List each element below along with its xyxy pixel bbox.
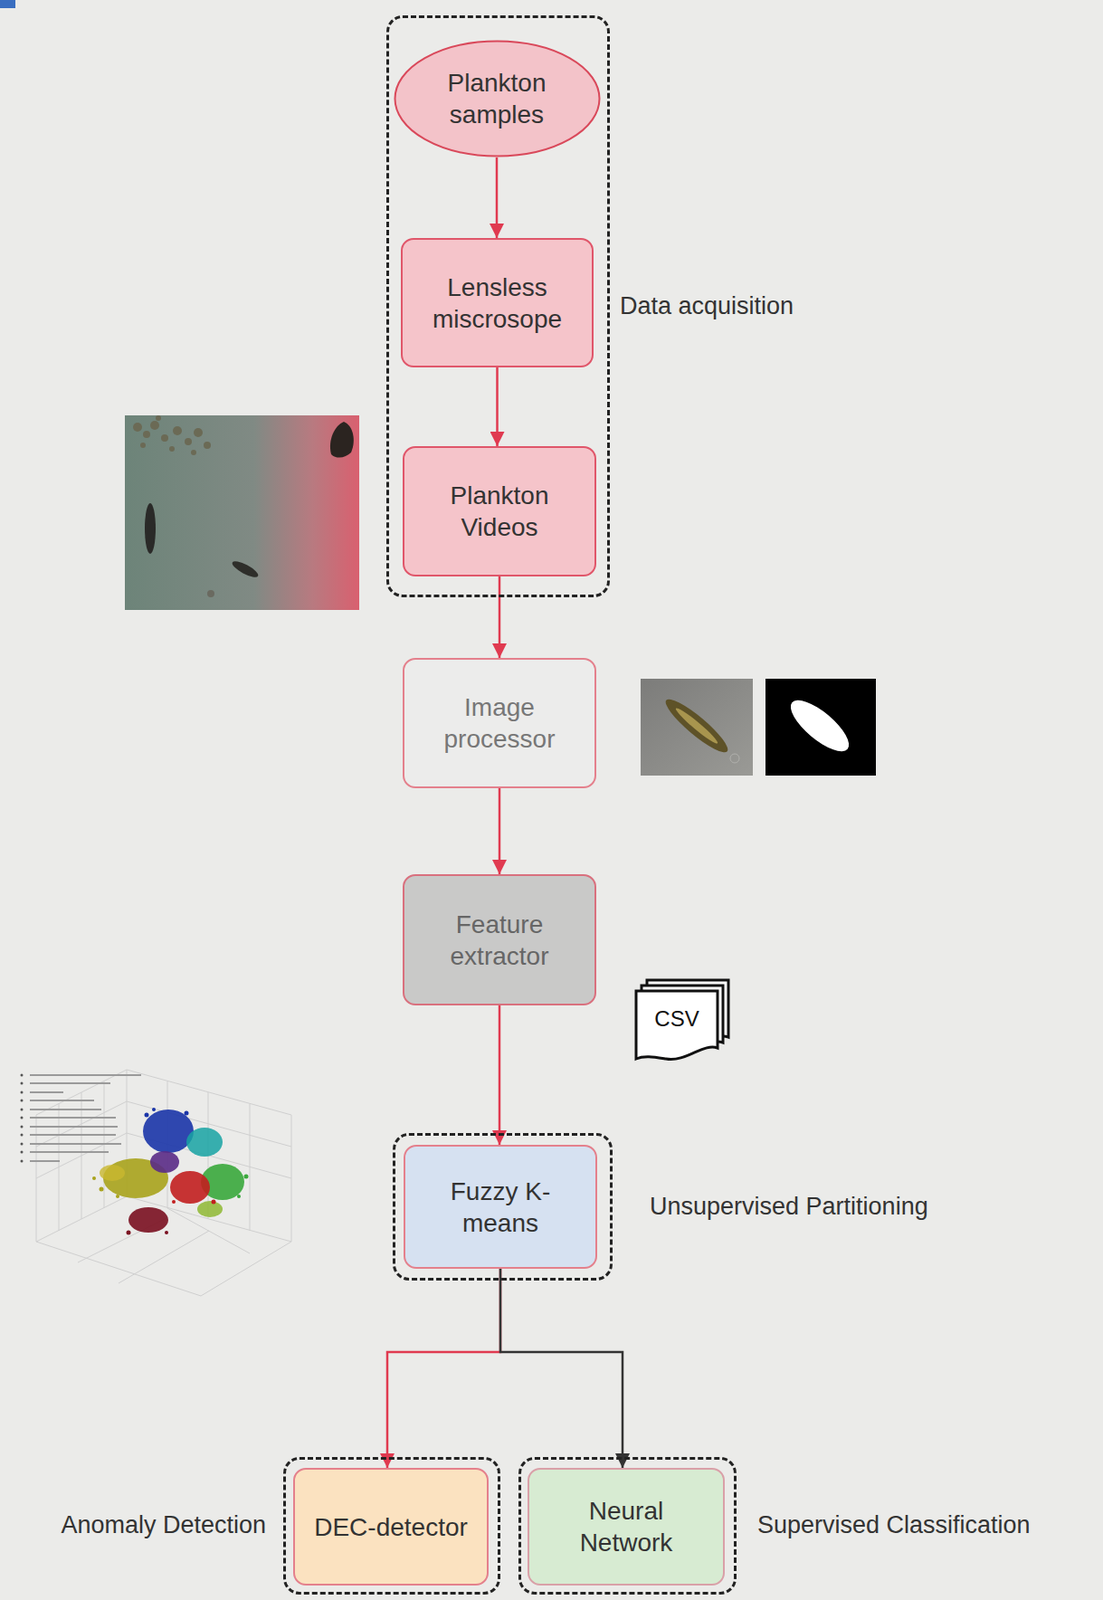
page [636, 990, 718, 1059]
plankton-body [144, 503, 156, 554]
frame-ground [124, 415, 360, 610]
mask-ground [765, 678, 876, 776]
diatom-core [673, 705, 720, 747]
crop-ground [640, 678, 753, 776]
plot-grid [36, 1069, 292, 1296]
cell-cluster [133, 415, 211, 456]
flow-arrow [495, 157, 499, 238]
plankton-body [230, 558, 261, 581]
flow-arrow [495, 367, 499, 447]
node-label: Neural Network [549, 1494, 704, 1559]
plankton-dot [207, 589, 215, 598]
node-label: DEC-detector [313, 1511, 468, 1543]
process-box: Feature extractor [402, 874, 597, 1006]
flow-arrow [498, 576, 502, 658]
ellipse-outline [393, 39, 601, 158]
video-frame [124, 415, 360, 610]
node-label: Feature extractor [416, 908, 584, 972]
stage-group: Unsupervised PartitioningFuzzy K-means [392, 1132, 613, 1281]
plankton-blob [330, 421, 354, 458]
stage-group: Data acquisitionPlankton samplesLensless… [386, 15, 611, 598]
node-label: Plankton samples [428, 66, 565, 131]
file-label: CSV [636, 992, 718, 1046]
csv-icon [636, 979, 729, 1059]
connectors [387, 157, 623, 1468]
node-label: Plankton Videos [416, 479, 584, 543]
flow-arrow [387, 1268, 501, 1468]
group-label: Supervised Classification [757, 1510, 1031, 1541]
point-clusters [92, 1107, 249, 1236]
process-box: Fuzzy K-means [403, 1144, 598, 1269]
stage-group: Anomaly DetectionDEC-detector [283, 1456, 501, 1595]
ellipse-shape [394, 41, 600, 157]
process-box: DEC-detector [293, 1467, 489, 1586]
scatter-plot [20, 1069, 293, 1296]
group-label: Anomaly Detection [60, 1510, 267, 1541]
process-box: Lensless miscrosope [400, 237, 594, 368]
node-label: Image processor [416, 691, 584, 755]
node-label: Lensless miscrosope [413, 271, 581, 335]
mask-image [765, 678, 876, 776]
stage-group: Supervised ClassificationNeural Network [518, 1456, 737, 1595]
mask-shape [783, 692, 857, 760]
group-label: Data acquisition [619, 291, 794, 323]
process-box: Plankton Videos [402, 446, 597, 577]
source-ellipse: Plankton samples [393, 39, 601, 158]
flow-arrow [498, 788, 502, 875]
plot-legend [20, 1074, 143, 1163]
process-box: Image processor [402, 657, 597, 789]
diatom [660, 693, 733, 759]
node-label: Fuzzy K-means [432, 1175, 569, 1239]
group-label: Unsupervised Partitioning [649, 1191, 929, 1223]
speck [730, 753, 740, 763]
corner-mark [0, 0, 16, 9]
crop-image [640, 678, 753, 776]
process-box: Neural Network [527, 1467, 725, 1586]
flow-arrow [498, 1005, 502, 1145]
flow-arrow [500, 1268, 623, 1468]
